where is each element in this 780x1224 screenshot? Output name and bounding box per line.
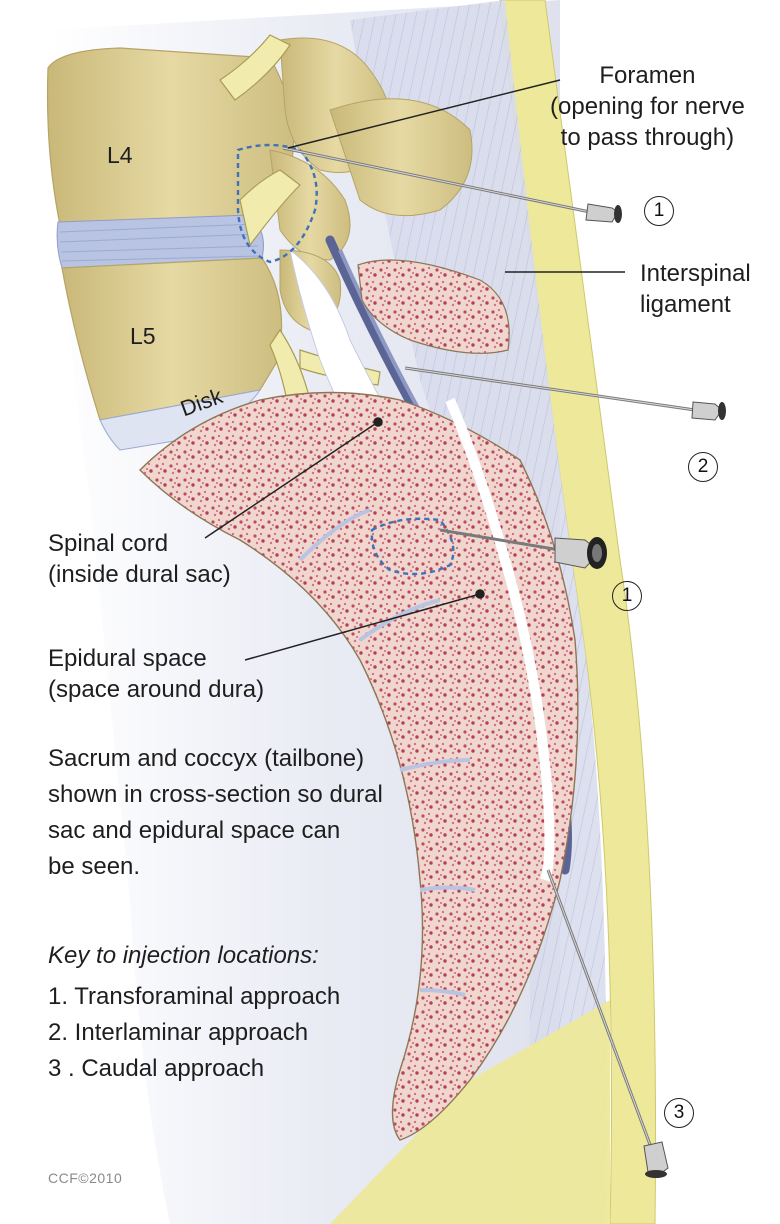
copyright: CCF©2010 — [48, 1170, 123, 1186]
needle-caudal — [546, 869, 669, 1178]
label-foramen: Foramen (opening for nerve to pass throu… — [550, 60, 745, 153]
leader-lines — [204, 79, 625, 661]
caption-line1: Sacrum and coccyx (tailbone) — [48, 745, 365, 772]
label-spinal-cord-line1: Spinal cord — [48, 530, 169, 557]
label-spinal-cord: Spinal cord (inside dural sac) — [48, 528, 231, 590]
label-foramen-line3: to pass through) — [560, 124, 735, 151]
sacrum-cross-section — [139, 391, 579, 1141]
label-epidural-line1: Epidural space — [48, 645, 207, 672]
needle-transforaminal-upper — [282, 146, 622, 223]
foramen-outline-upper — [236, 143, 318, 264]
label-epidural-space: Epidural space (space around dura) — [48, 643, 264, 705]
label-epidural-line2: (space around dura) — [48, 676, 265, 703]
label-interspinal-line1: Interspinal — [640, 260, 751, 287]
caption-line2: shown in cross-section so dural — [48, 781, 383, 808]
caption-line3: sac and epidural space can — [48, 817, 341, 844]
needle-transforaminal-lower — [439, 528, 607, 569]
spinous-process-l5 — [357, 259, 510, 354]
caption-line4: be seen. — [48, 853, 141, 880]
label-foramen-line1: Foramen — [599, 62, 696, 89]
caption: Sacrum and coccyx (tailbone) shown in cr… — [48, 741, 383, 885]
needle-interlaminar — [404, 366, 726, 421]
marker-needle-3: 3 — [664, 1098, 694, 1128]
label-foramen-line2: (opening for nerve — [550, 93, 745, 120]
marker-needle-2: 2 — [688, 452, 718, 482]
lower-skin — [330, 1000, 610, 1224]
sacral-disc-lines — [298, 508, 476, 997]
label-interspinal-line2: ligament — [640, 291, 731, 318]
marker-needle-1-upper: 1 — [644, 196, 674, 226]
key-title: Key to injection locations: — [48, 942, 319, 969]
label-interspinal-ligament: Interspinal ligament — [640, 258, 751, 320]
label-l4: L4 — [107, 142, 133, 168]
key-item-1: 1. Transforaminal approach — [48, 983, 341, 1010]
label-spinal-cord-line2: (inside dural sac) — [48, 561, 231, 588]
key-item-2: 2. Interlaminar approach — [48, 1019, 309, 1046]
label-l5: L5 — [130, 323, 156, 349]
key: Key to injection locations: 1. Transfora… — [48, 940, 340, 1087]
foramen-outline-lower — [370, 517, 455, 576]
key-list: 1. Transforaminal approach 2. Interlamin… — [48, 979, 340, 1087]
key-item-3: 3 . Caudal approach — [48, 1055, 265, 1082]
marker-needle-1-lower: 1 — [612, 581, 642, 611]
sacral-canal — [445, 398, 555, 882]
